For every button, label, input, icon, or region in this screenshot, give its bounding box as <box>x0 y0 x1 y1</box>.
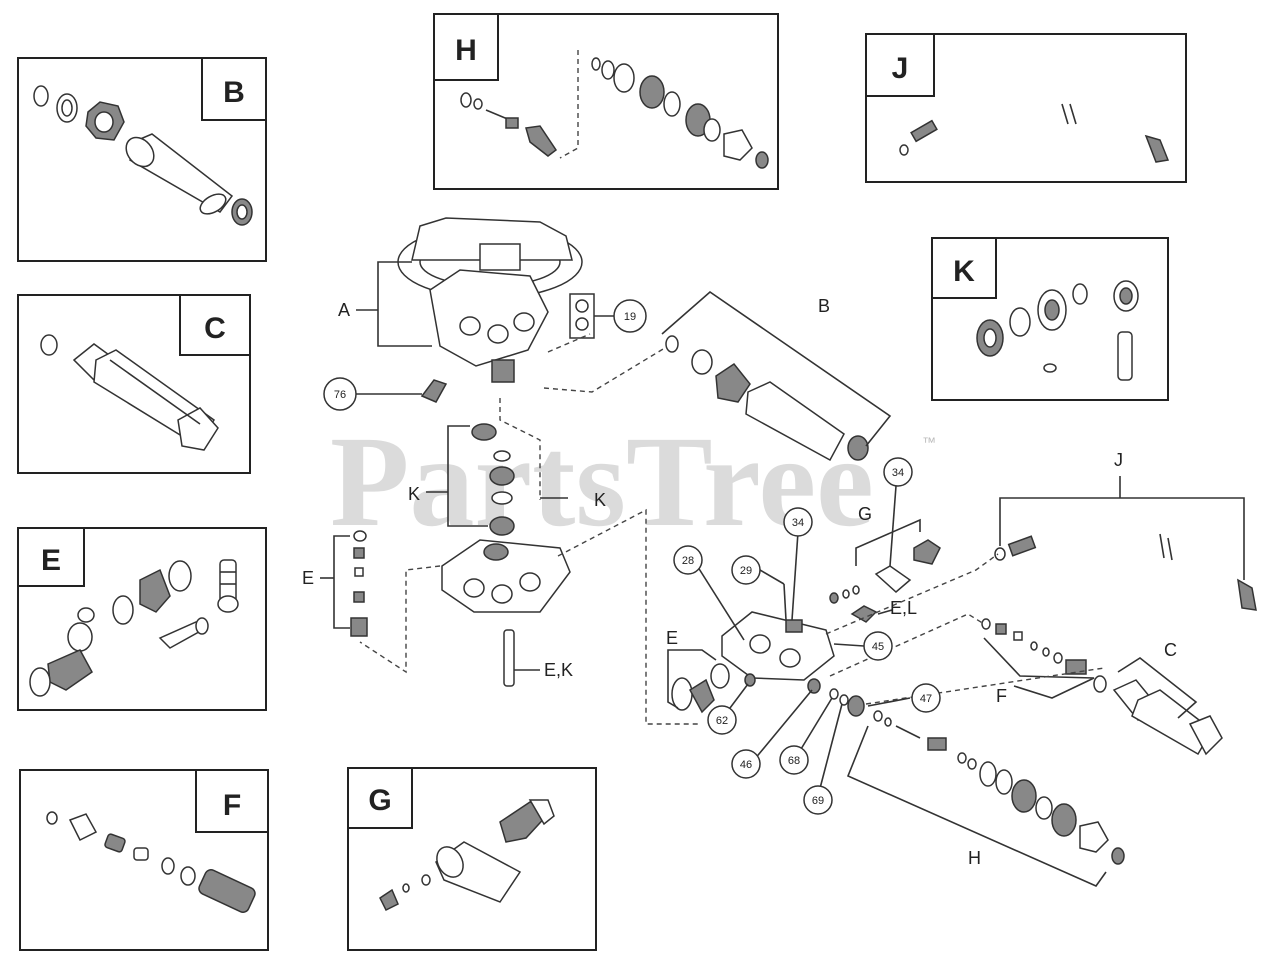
box-c-parts <box>40 334 219 451</box>
label-c: C <box>1164 640 1177 660</box>
box-g-tag: G <box>368 784 391 817</box>
small-fitting-19 <box>569 293 595 339</box>
filter-assembly-b <box>661 290 892 462</box>
dashed-unloader <box>825 553 1105 705</box>
svg-text:34: 34 <box>792 517 804 529</box>
box-j-tag: J <box>892 52 909 85</box>
label-e-mid: E <box>666 628 678 648</box>
svg-text:28: 28 <box>682 555 694 567</box>
box-f-parts <box>46 811 256 913</box>
dashed-paths <box>359 333 700 725</box>
callout-34-top[interactable]: 34 <box>883 457 913 487</box>
label-k-right: K <box>594 490 606 510</box>
mount-bolt <box>503 629 515 687</box>
box-e-tag: E <box>41 544 61 577</box>
callout-76[interactable]: 76 <box>323 377 357 411</box>
label-e-k: E,K <box>544 660 573 680</box>
callout-62[interactable]: 62 <box>707 705 737 735</box>
box-k[interactable]: K <box>931 237 1169 401</box>
callout-68[interactable]: 68 <box>779 745 809 775</box>
svg-text:69: 69 <box>812 795 824 807</box>
callout-29[interactable]: 29 <box>731 555 761 585</box>
seal-stack-k <box>471 423 515 536</box>
j-assembly-parts <box>994 476 1257 611</box>
bolt-76 <box>420 379 448 403</box>
box-k-parts <box>976 280 1139 381</box>
svg-text:68: 68 <box>788 755 800 767</box>
svg-text:47: 47 <box>920 693 932 705</box>
callout-28[interactable]: 28 <box>673 545 703 575</box>
box-k-tag: K <box>953 255 975 288</box>
box-f-tag: F <box>223 789 241 822</box>
box-h-tag: H <box>455 34 477 67</box>
label-j: J <box>1114 450 1123 470</box>
leaders-main <box>320 261 614 671</box>
box-b-tag: B <box>223 76 245 109</box>
label-a: A <box>338 300 350 320</box>
label-f: F <box>996 686 1007 706</box>
box-b[interactable]: B <box>17 57 267 262</box>
svg-text:34: 34 <box>892 467 904 479</box>
g-assembly-parts <box>829 518 941 604</box>
label-e-l: E,L <box>890 598 917 618</box>
box-j[interactable]: J <box>865 33 1187 183</box>
box-c-tag: C <box>204 312 226 345</box>
box-g[interactable]: G <box>347 767 597 951</box>
label-e-left: E <box>302 568 314 588</box>
box-g-parts <box>379 799 555 912</box>
svg-text:19: 19 <box>624 311 636 323</box>
callout-69[interactable]: 69 <box>803 785 833 815</box>
left-e-stack <box>350 530 368 637</box>
callout-45[interactable]: 45 <box>863 631 893 661</box>
svg-text:29: 29 <box>740 565 752 577</box>
pump-housing <box>397 217 583 383</box>
svg-text:46: 46 <box>740 759 752 771</box>
label-h: H <box>968 848 981 868</box>
box-e-parts <box>29 559 239 697</box>
callout-34-mid[interactable]: 34 <box>783 507 813 537</box>
leaders-callouts <box>695 485 911 797</box>
box-h[interactable]: H <box>433 13 779 190</box>
box-j-parts <box>899 98 1170 163</box>
h-assembly-parts <box>846 710 1125 887</box>
label-b: B <box>818 296 830 316</box>
box-f[interactable]: F <box>19 769 269 951</box>
callout-46[interactable]: 46 <box>731 749 761 779</box>
el-fitting <box>850 605 878 623</box>
manifold-block <box>441 539 571 613</box>
c-assembly-parts <box>1093 657 1223 756</box>
svg-text:62: 62 <box>716 715 728 727</box>
callout-47[interactable]: 47 <box>911 683 941 713</box>
box-h-parts <box>460 50 769 169</box>
e-mid-parts <box>667 649 730 714</box>
svg-text:76: 76 <box>334 389 346 401</box>
f-assembly-parts <box>981 618 1095 699</box>
label-k-left: K <box>408 484 420 504</box>
box-e[interactable]: E <box>17 527 267 711</box>
unloader-body <box>721 611 835 681</box>
label-g: G <box>858 504 872 524</box>
callout-19[interactable]: 19 <box>613 299 647 333</box>
watermark-trademark: ™ <box>922 434 936 450</box>
box-c[interactable]: C <box>17 294 251 474</box>
box-b-parts <box>33 85 253 226</box>
small-seals <box>744 673 865 717</box>
svg-text:45: 45 <box>872 641 884 653</box>
